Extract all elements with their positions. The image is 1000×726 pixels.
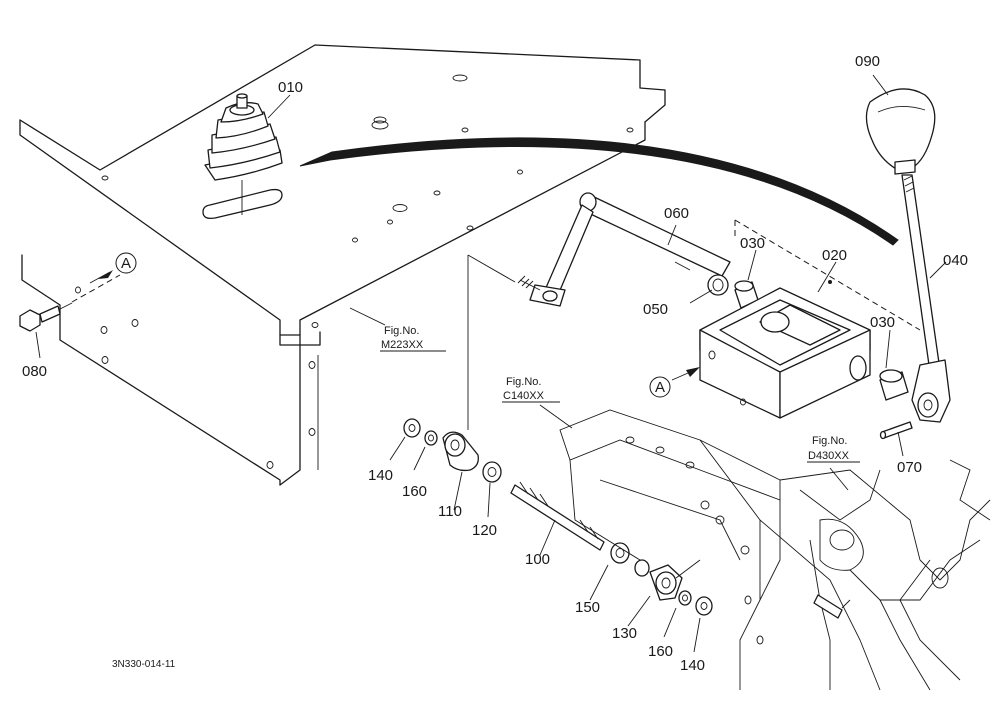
label-020: 020 [822,247,847,264]
label-050: 050 [643,301,668,318]
svg-text:D430XX: D430XX [808,450,850,462]
label-030-right: 030 [870,314,895,331]
part-labels: 010 090 060 030 020 040 050 030 070 080 … [22,53,968,674]
label-150: 150 [575,599,600,616]
lever-040 [901,174,951,423]
shaft-060 [517,192,731,307]
label-100: 100 [525,551,550,568]
label-070: 070 [897,459,922,476]
svg-text:Fig.No.: Fig.No. [812,435,847,447]
fig-ref-m223: Fig.No. M223XX [380,325,446,352]
label-140-left: 140 [368,467,393,484]
transmission-frame [559,409,991,691]
svg-text:M223XX: M223XX [381,339,424,351]
label-010: 010 [278,79,303,96]
svg-text:A: A [655,379,665,396]
fig-ref-d430: Fig.No. D430XX [807,435,860,463]
drawing-code: 3N330-014-11 [112,659,176,670]
label-090: 090 [855,53,880,70]
svg-text:A: A [121,255,131,272]
knob-090 [865,88,936,175]
callout-a-right: A [649,367,700,398]
bolt-080 [19,274,121,332]
bushing-030-left [734,280,759,309]
assembly-arrow [299,137,899,246]
callout-a-left: A [89,252,137,284]
label-080: 080 [22,363,47,380]
label-120: 120 [472,522,497,539]
bushing-030-right [879,369,909,401]
bracket-020 [699,219,921,419]
floor-panel [19,44,666,486]
label-160-left: 160 [402,483,427,500]
svg-text:Fig.No.: Fig.No. [384,325,419,337]
pin-070 [879,421,913,440]
leader-lines [35,74,947,653]
boot-010 [204,93,283,215]
label-140-right: 140 [680,657,705,674]
fig-ref-c140: Fig.No. C140XX [502,376,560,403]
label-030-top: 030 [740,235,765,252]
label-160-right: 160 [648,643,673,660]
label-130: 130 [612,625,637,642]
label-060: 060 [664,205,689,222]
svg-text:C140XX: C140XX [503,390,545,402]
label-040: 040 [943,252,968,269]
svg-text:Fig.No.: Fig.No. [506,376,541,388]
rod-assembly [403,254,713,616]
label-110: 110 [438,503,462,520]
